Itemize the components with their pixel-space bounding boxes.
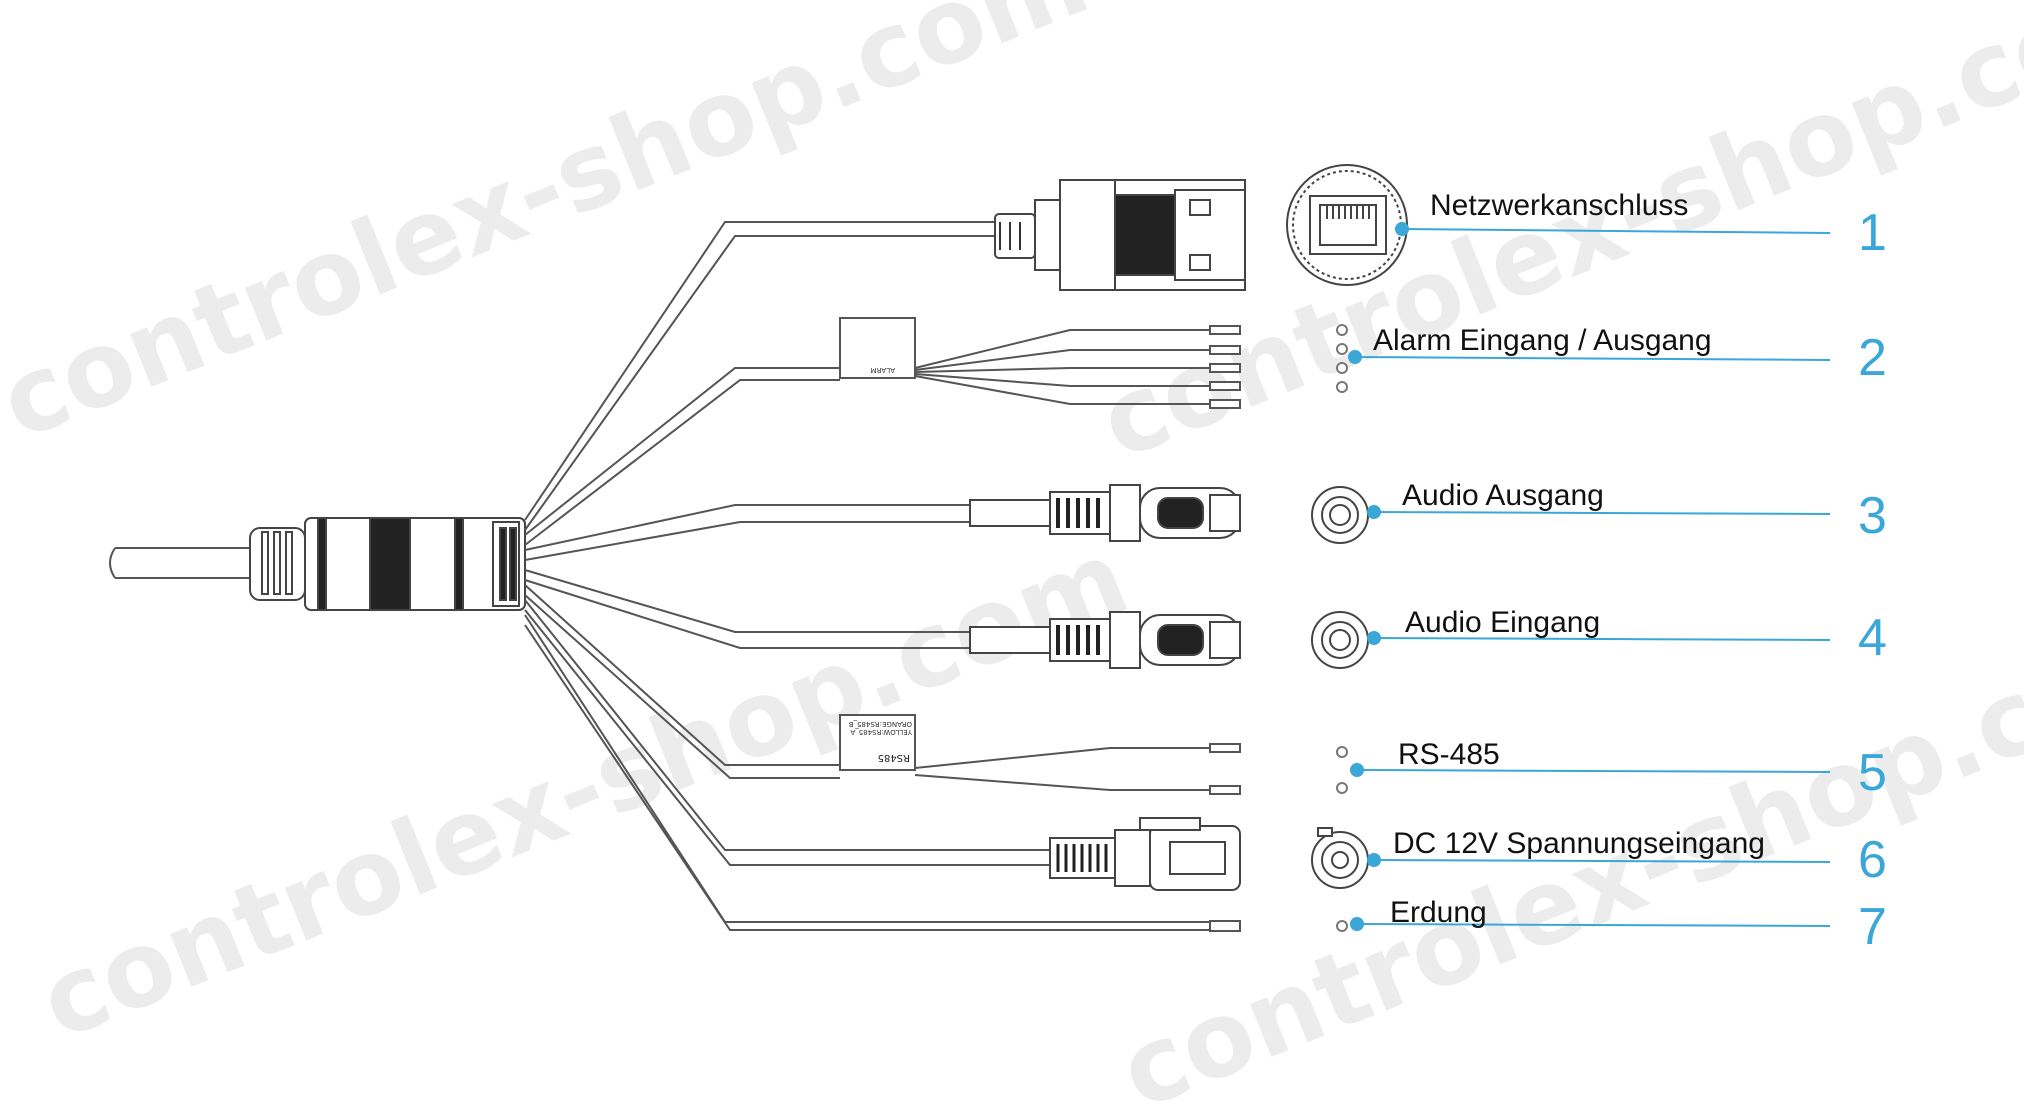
fan-out-wires [524, 221, 1240, 931]
ground-pin-icon [1336, 920, 1348, 932]
number-3: 3 [1858, 487, 1887, 545]
rs485-line-a-text: YELLOW:RS485_A [850, 728, 913, 736]
label-1: Netzwerkanschluss [1430, 189, 1688, 222]
alarm-tag-text: ALARM [870, 366, 895, 374]
ground-wire-end [1209, 920, 1241, 932]
leader-lines [1348, 222, 1831, 931]
dc-power-jack [1049, 817, 1241, 891]
rs485-pigtail: RS485 YELLOW:RS485_A ORANGE:RS485_B [839, 714, 1241, 795]
rj45-socket-icon [1286, 164, 1408, 286]
alarm-pigtail: ALARM [839, 317, 1241, 409]
rs485-line-b-text: ORANGE:RS485_B [849, 720, 912, 728]
label-3: Audio Ausgang [1402, 479, 1604, 512]
label-5: RS-485 [1398, 738, 1500, 771]
audio-in-socket-icon [1311, 611, 1369, 669]
label-7: Erdung [1390, 896, 1487, 929]
label-6: DC 12V Spannungseingang [1393, 827, 1765, 860]
number-7: 7 [1858, 898, 1887, 956]
number-6: 6 [1858, 831, 1887, 889]
label-2: Alarm Eingang / Ausgang [1373, 324, 1712, 357]
audio-in-rca [969, 611, 1241, 669]
alarm-pins-icon [1336, 324, 1348, 393]
rj45-plug [994, 179, 1246, 291]
watermark-1: controlex-shop.com [0, 0, 1104, 463]
main-connector [249, 517, 526, 611]
rs485-pins-icon [1336, 746, 1348, 794]
main-cable [109, 547, 252, 579]
number-2: 2 [1858, 329, 1887, 387]
connector-labels: Netzwerkanschluss Alarm Eingang / Ausgan… [1373, 189, 1765, 929]
rs485-tag-text: RS485 [878, 752, 910, 763]
connector-numbers: 1 2 3 4 5 6 7 [1858, 204, 1887, 956]
number-1: 1 [1858, 204, 1887, 262]
number-5: 5 [1858, 744, 1887, 802]
number-4: 4 [1858, 609, 1887, 667]
audio-out-rca [969, 484, 1241, 542]
label-4: Audio Eingang [1405, 606, 1600, 639]
dc-socket-icon [1311, 827, 1369, 889]
audio-out-socket-icon [1311, 486, 1369, 544]
